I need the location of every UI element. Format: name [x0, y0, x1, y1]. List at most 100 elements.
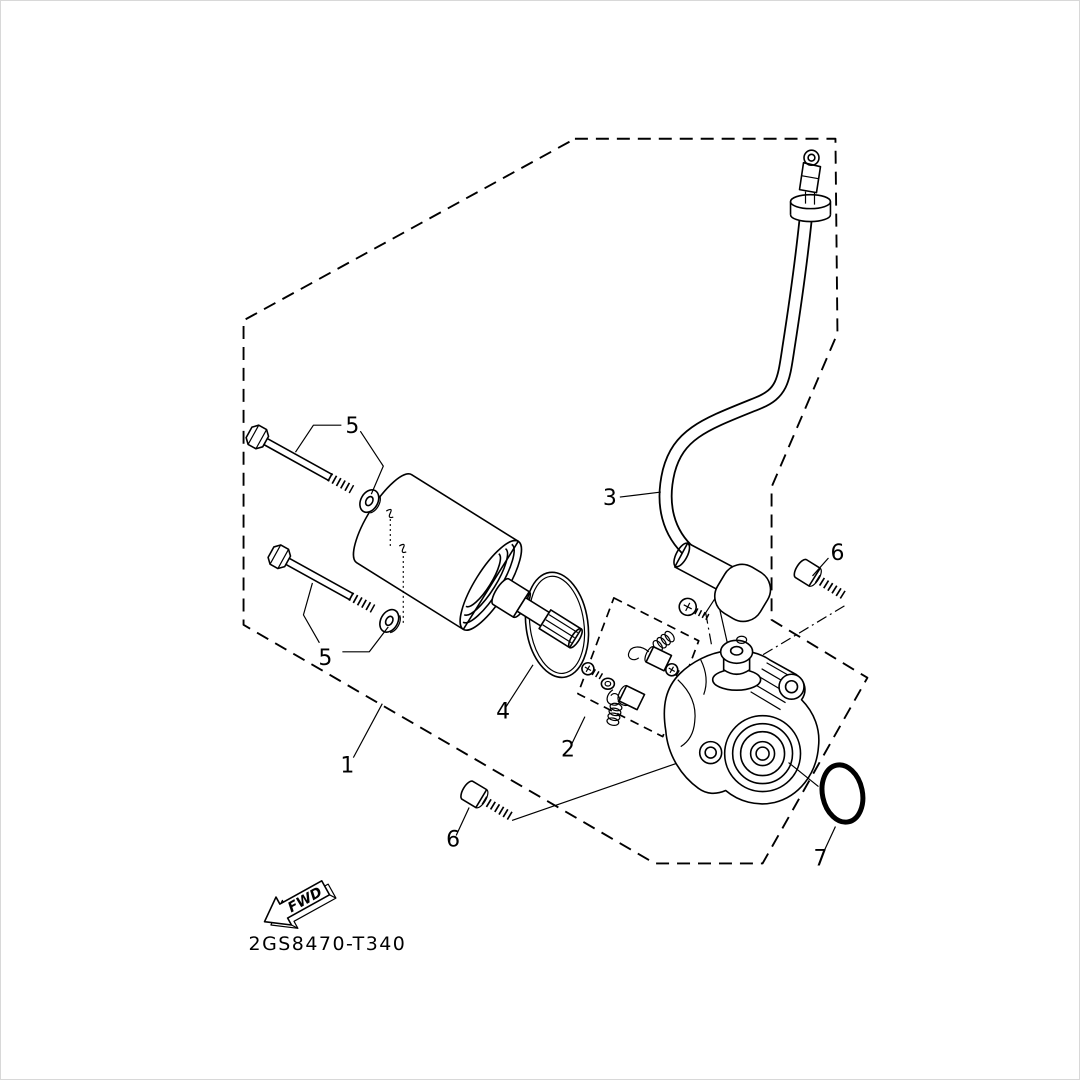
phillips-axis-line [705, 612, 713, 646]
stud-top-washer [719, 639, 754, 665]
starter-motor [352, 473, 583, 649]
cable-inner-line [660, 220, 811, 567]
bolt6a-head [793, 558, 821, 587]
collar-sides [789, 201, 832, 215]
field-coil-arc-3 [465, 553, 502, 608]
mount-bolt-6b [460, 780, 513, 820]
spring2-coil [607, 712, 621, 722]
mount-bolt-5b [267, 544, 376, 613]
spring1-coil [660, 633, 671, 646]
housing-rib [750, 691, 781, 711]
housing-rib [753, 683, 786, 704]
housing-clutch-boss [723, 714, 802, 793]
screw1-cross [668, 666, 676, 674]
bolt5b-head-facets [269, 544, 290, 569]
housing-inner-contour-1 [677, 679, 696, 748]
collar-top [789, 193, 832, 210]
field-coil-arc-2 [463, 547, 509, 616]
callout-leaders [294, 424, 836, 853]
hole-mark-curl-2 [398, 543, 407, 554]
spline-grooves [542, 614, 579, 644]
housing-upper-ear [778, 673, 805, 701]
housing-lower-ear [698, 740, 723, 765]
brush-spring-1 [652, 630, 675, 652]
terminal-stud [711, 635, 762, 692]
boss-ring-1 [731, 722, 794, 785]
boot-opening [715, 571, 727, 589]
boundary-outline [242, 137, 869, 865]
bolt6b-threads [481, 796, 513, 820]
leader-5a-bolt [294, 424, 342, 453]
washer2-hole [604, 680, 612, 687]
spline-end-face [567, 627, 583, 649]
motor-body [352, 473, 520, 631]
callout-5a: 5 [345, 414, 359, 439]
bolt6a-axis-line [759, 605, 845, 658]
screw2-cross [584, 665, 592, 673]
oring7-position-line [788, 762, 819, 788]
lower-ear-boss [698, 740, 723, 765]
brush-box-outline [577, 597, 700, 738]
bolt6b-head [460, 780, 488, 809]
screw2-threads [591, 668, 605, 681]
spring1-coil [656, 636, 667, 649]
callout-2: 2 [561, 738, 575, 763]
stud-hole [729, 645, 744, 656]
washer5b-outer [379, 608, 400, 633]
boss-outer [723, 714, 802, 793]
washer5b-hole [384, 615, 394, 627]
leader-5b-washer [342, 626, 389, 653]
bolt5b-shank [285, 557, 355, 601]
spring2-coil [608, 707, 622, 717]
terminal-phillips-screw [678, 597, 710, 621]
cable-ferrule-end-face [673, 542, 691, 568]
motor-hidden-hole-marks [385, 508, 407, 626]
washer5a-outer [359, 489, 380, 514]
fwd-arrow: FWD [263, 880, 337, 929]
mount-bolt-6a [793, 558, 846, 599]
spring2-coil [609, 702, 623, 712]
brush1-end-face [644, 646, 654, 663]
terminal-lug [798, 161, 822, 194]
callout-3: 3 [603, 486, 617, 511]
brush-terminal-washer [600, 677, 616, 691]
housing-inner-contour-2 [700, 659, 707, 695]
bolt6b-axis-line [511, 753, 705, 822]
callout-1: 1 [340, 754, 354, 779]
leader-4 [505, 664, 534, 708]
leader-5b-bolt [302, 582, 320, 644]
brush-screw-2 [581, 661, 605, 681]
upper-ear-hole [784, 679, 799, 694]
end-cover-housing [663, 635, 820, 805]
carbon-brush-1 [644, 645, 673, 672]
shaft-collar [491, 577, 531, 618]
bolt6a-threads [814, 574, 846, 599]
boss-center-hole [755, 746, 770, 761]
leader-7 [822, 826, 836, 853]
mount-bolt-5a [245, 424, 355, 494]
drawing-part-code: 2GS8470-T340 [249, 933, 407, 955]
washer5a-hole [364, 495, 374, 507]
spring1-coil [664, 630, 675, 643]
stud-circlip [736, 635, 748, 645]
washer5b-side [389, 615, 401, 634]
cable-ring-terminal [798, 149, 822, 205]
spring2-coil [606, 717, 620, 726]
carbon-brush-2 [617, 684, 646, 711]
callout-7: 7 [813, 846, 827, 871]
phillips-cross [683, 602, 692, 612]
washer2-outer [600, 677, 616, 691]
cable-outer-line [658, 219, 813, 568]
terminal-crimp-line [801, 175, 819, 180]
assembly-boundary [242, 137, 869, 865]
cable-collar [789, 193, 832, 223]
boss-ring-2 [739, 730, 786, 777]
collar-bottom [789, 214, 832, 223]
leader-1 [352, 703, 383, 758]
washer-5a [359, 489, 381, 514]
bolt5a-hex-head [245, 424, 270, 450]
bolt5a-shank [263, 437, 334, 482]
callout-6b: 6 [446, 827, 460, 852]
upper-ear-boss [778, 673, 805, 701]
